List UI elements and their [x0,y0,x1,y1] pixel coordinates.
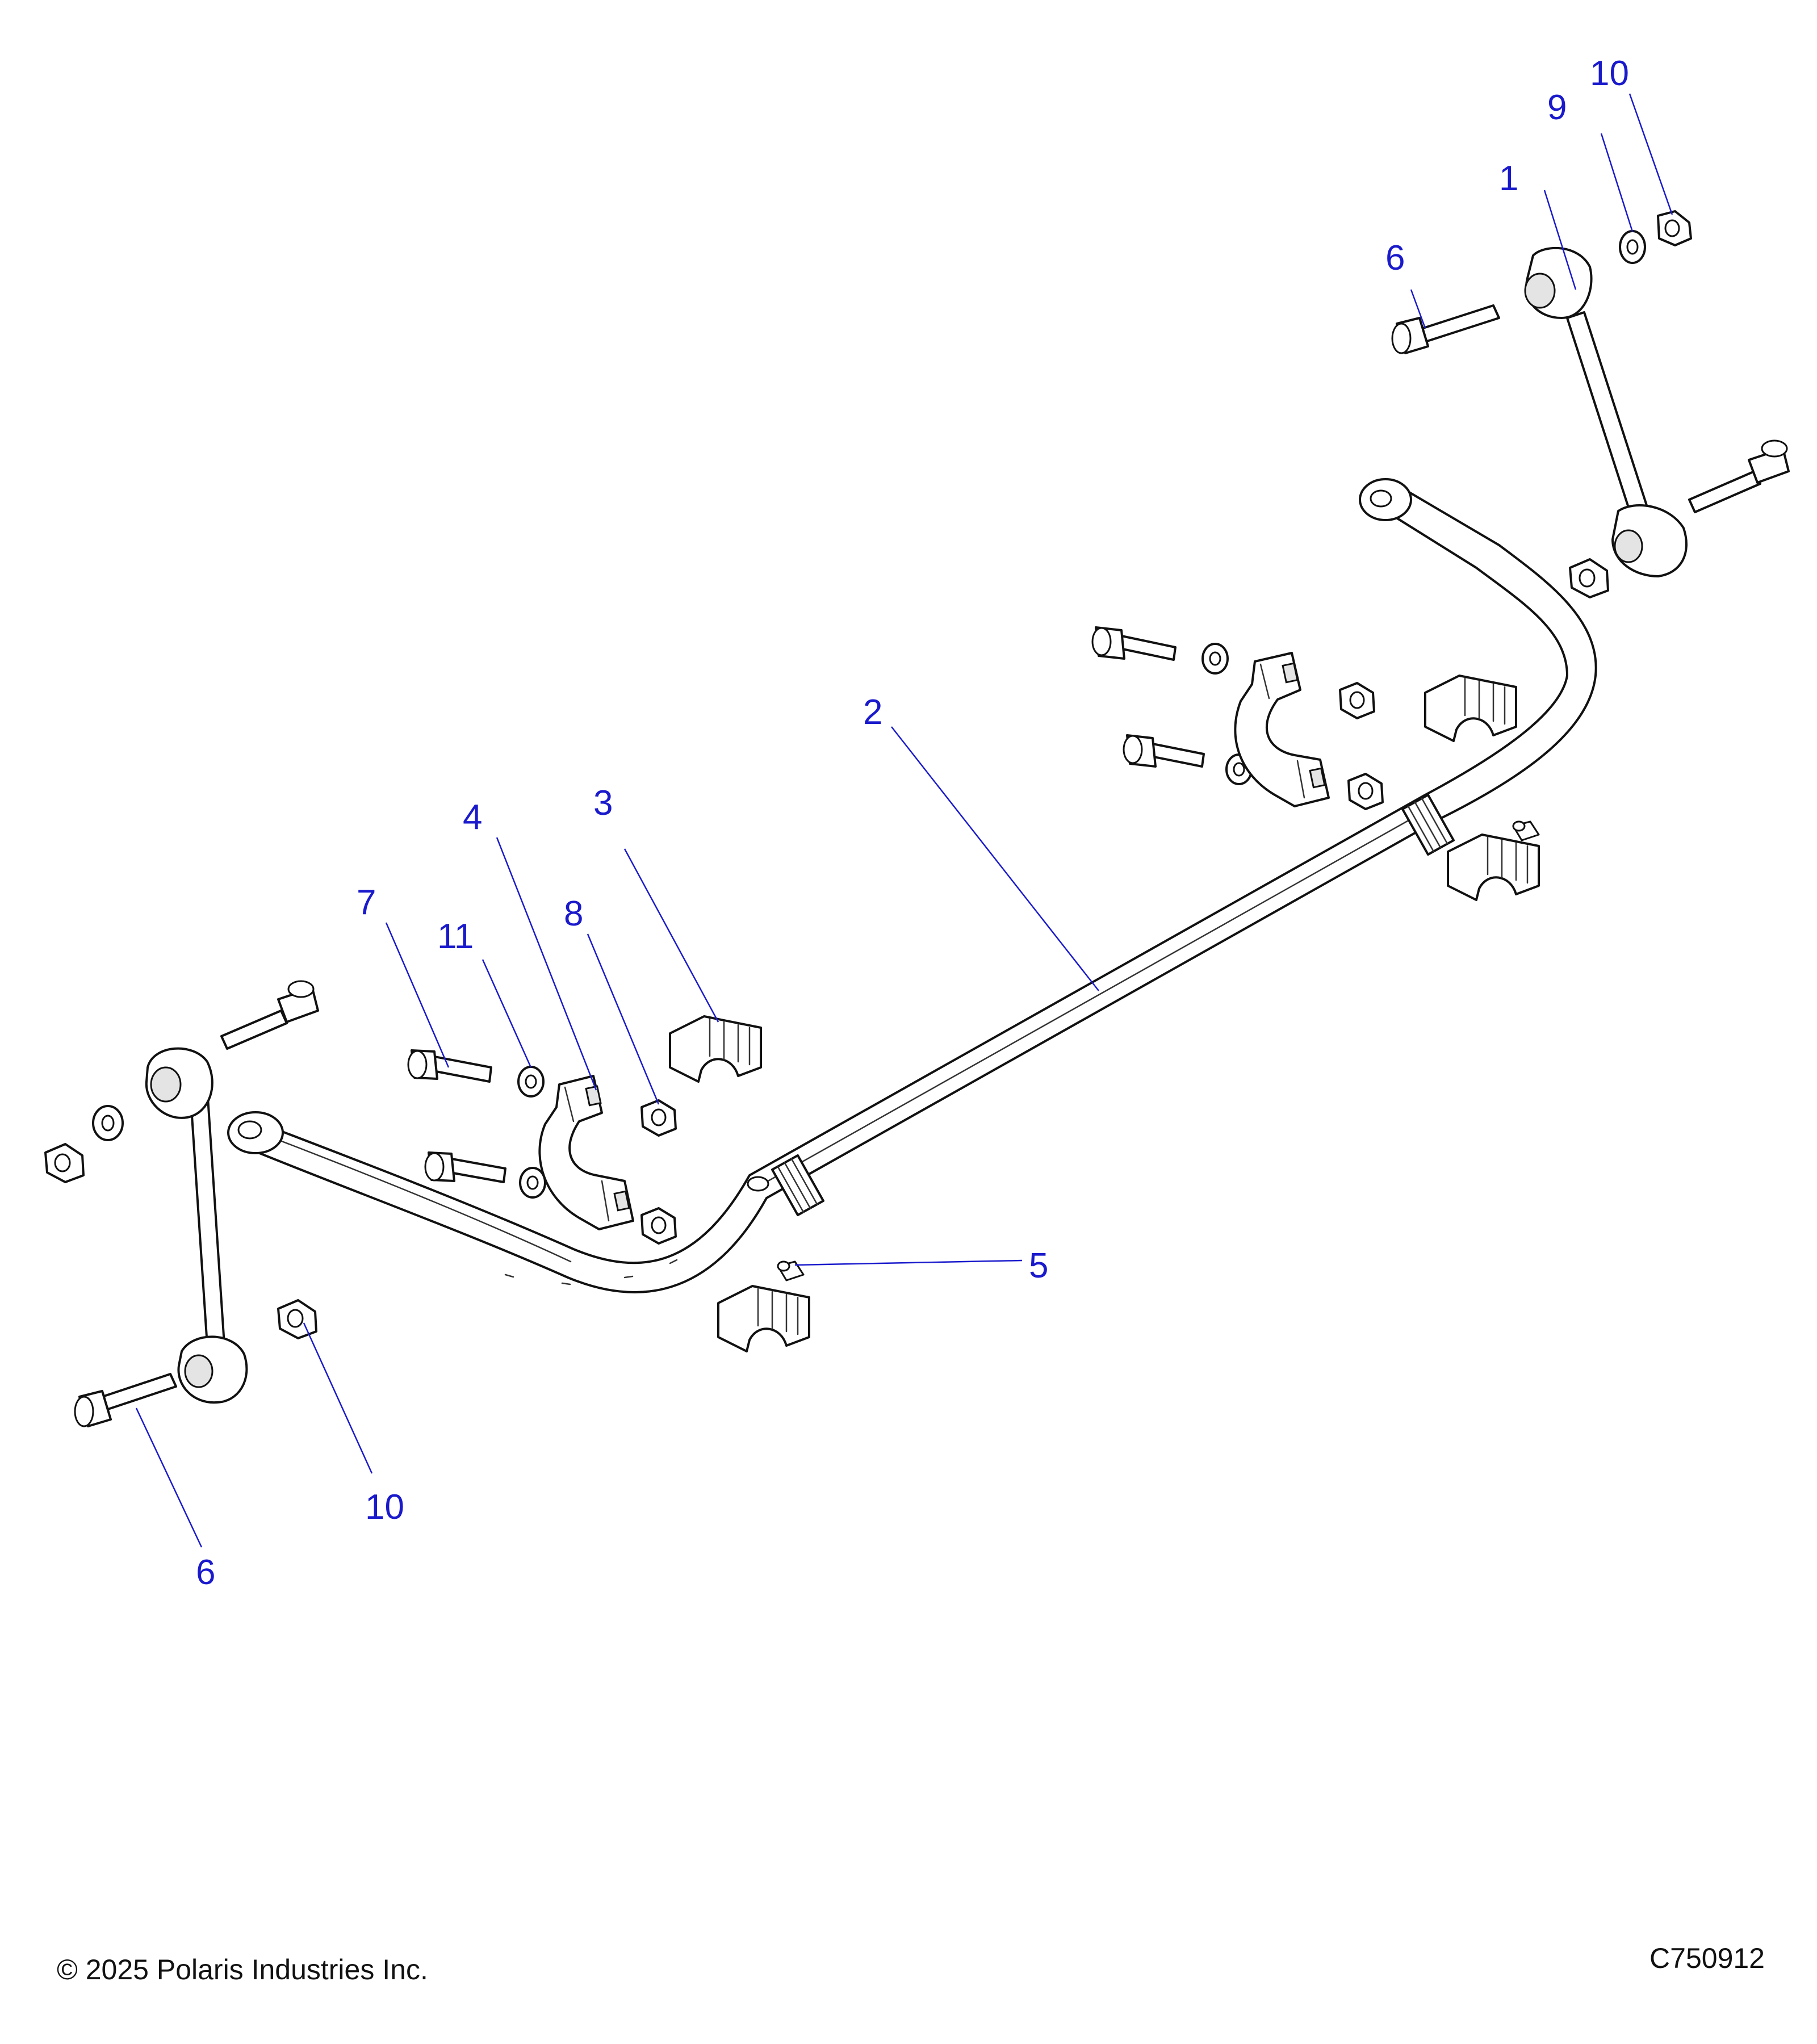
nut-clamp-left-lower [640,1207,677,1245]
link-rod-left [145,1047,248,1404]
callout-5: 5 [1029,1246,1048,1285]
bushing-block-3 [669,1015,762,1083]
bolt-lower-left-6 [74,1373,177,1427]
bushing-block-upper-right [1424,675,1517,742]
callout-6-bottom: 6 [196,1553,215,1592]
bushing-block-lower-center [717,1285,810,1352]
washer-left-link [92,1105,124,1141]
nut-left-link [44,1143,85,1183]
callout-10-bottom: 10 [365,1488,404,1527]
callout-10-top: 10 [1590,54,1629,93]
washer-clamp-left-lower [519,1167,546,1199]
callout-8: 8 [564,894,583,933]
leader-lines [135,93,1673,1548]
bolt-clamp-right-lower [1123,734,1205,768]
stabilizer-bar [227,478,1597,1293]
clamp-right-4 [1234,652,1330,807]
bar-bushing-right [1401,794,1455,856]
callout-4: 4 [463,798,482,837]
grease-fitting-right [1512,820,1540,841]
bolt-clamp-left-lower [424,1151,506,1183]
callout-labels: 1 2 3 4 5 6 6 7 8 9 10 10 11 [196,54,1629,1592]
nut-clamp-left-upper-8 [640,1099,677,1137]
bar-bushing-left [747,1154,824,1216]
bolt-clamp-right-upper [1091,626,1177,661]
bolt-lower-right-link [1688,439,1790,513]
nut-lower-right-link [1569,558,1609,598]
bolt-upper-left-link [220,980,319,1050]
copyright-notice: © 2025 Polaris Industries Inc. [57,1954,428,1986]
bushing-block-lower-right [1447,833,1540,901]
clamp-left-4 [538,1075,634,1230]
callout-1: 1 [1499,159,1518,198]
drawing-number: C750912 [1649,1942,1765,1974]
callout-2: 2 [863,693,882,732]
bolt-clamp-left-upper-7 [407,1049,492,1083]
callout-11: 11 [437,917,474,956]
callout-3: 3 [593,784,613,823]
callout-6-top: 6 [1385,238,1405,278]
grease-fitting-5 [777,1260,805,1281]
washer-clamp-left-upper-11 [517,1066,545,1098]
nut-clamp-right-lower [1347,773,1384,810]
callout-9: 9 [1547,88,1567,127]
washer-top-right-9 [1619,230,1646,264]
washer-clamp-right-upper [1201,643,1229,675]
callout-7: 7 [357,883,376,922]
nut-clamp-right-upper [1339,682,1375,719]
nut-top-right-10 [1657,210,1692,246]
nut-lower-left-10 [277,1299,317,1339]
bolt-top-right-6 [1391,304,1500,354]
link-rod-right [1524,246,1688,577]
